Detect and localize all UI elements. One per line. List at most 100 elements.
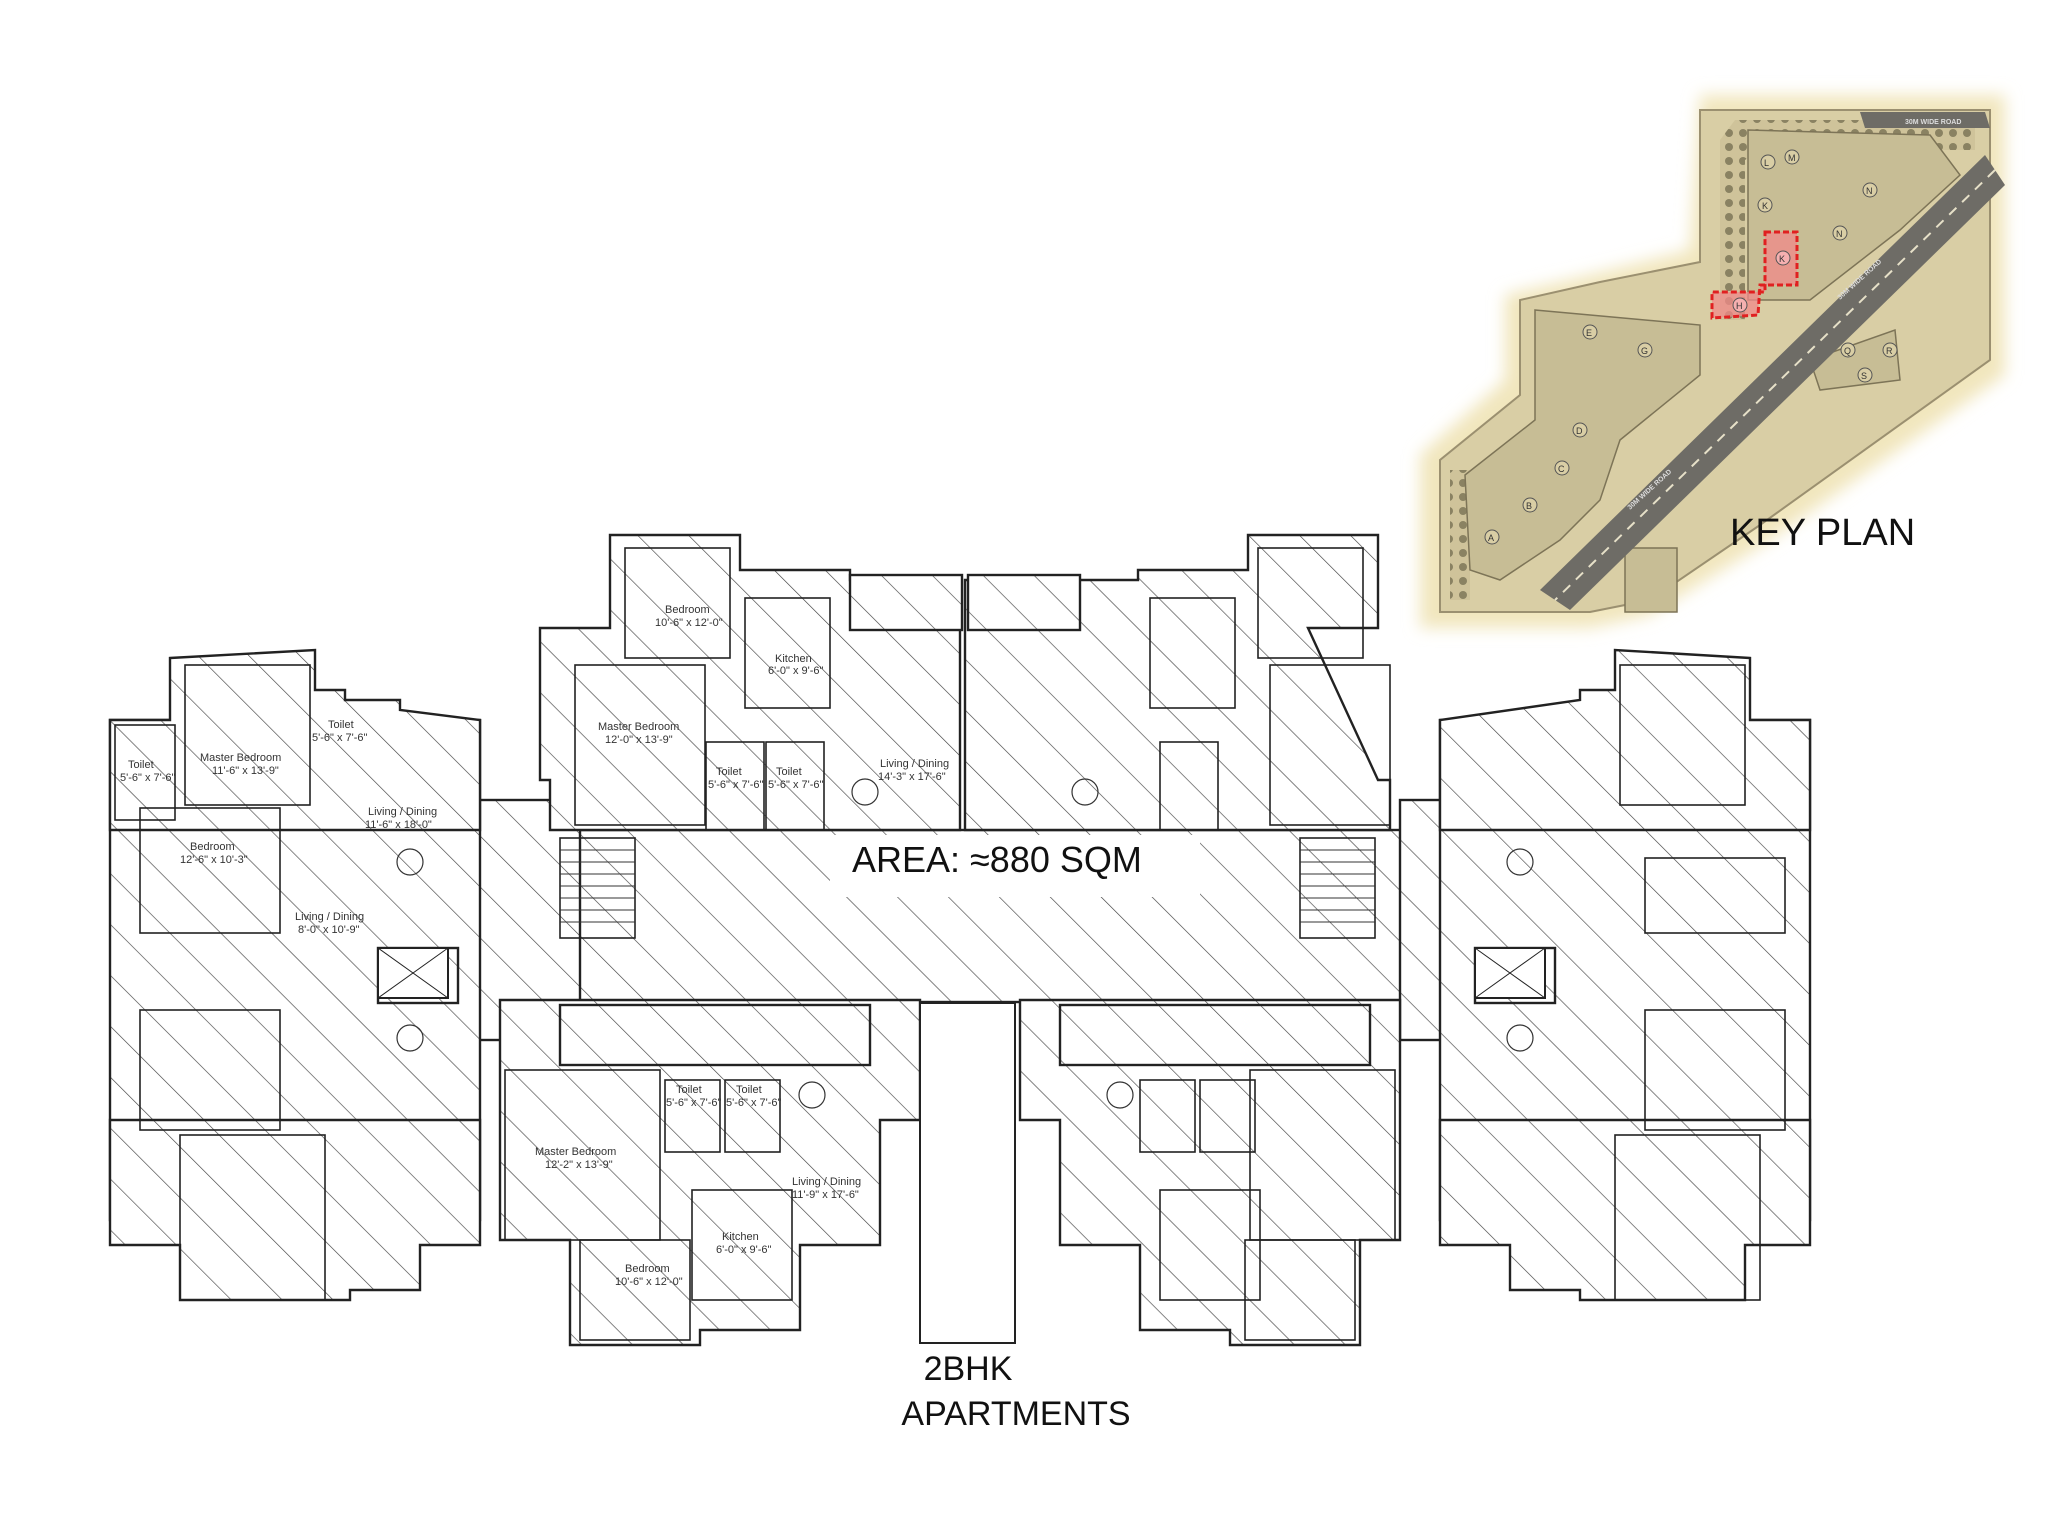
- nw-balcony: [848, 573, 964, 632]
- west-wing-top: [108, 648, 482, 832]
- ne-balcony: [966, 573, 1082, 632]
- nw-room-toilet-2: [765, 741, 825, 831]
- se-room-toilet-1: [1139, 1079, 1196, 1153]
- west-room-master-bedroom: [184, 664, 311, 806]
- west-staircase: [559, 837, 636, 939]
- road-label-top: 30M WIDE ROAD: [1905, 119, 1961, 126]
- key-plan: 30M WIDE ROAD 30M WIDE ROAD 30M WIDE ROA…: [1420, 95, 2005, 628]
- key-plan-compound-south: [1624, 547, 1678, 613]
- block-k: K: [1779, 254, 1785, 264]
- label-w-toilet-size: 5'-6" x 7'-6": [120, 772, 176, 784]
- label-sw-master-bedroom: Master Bedroom: [535, 1146, 616, 1158]
- east-wing-top: [1438, 648, 1812, 832]
- nw-room-toilet-1: [705, 741, 765, 831]
- ne-room-master-bedroom: [1269, 664, 1391, 826]
- east-staircase: [1299, 837, 1376, 939]
- east-wing-bottom: [1438, 1118, 1812, 1302]
- label-w-living: Living / Dining: [368, 806, 437, 818]
- key-plan-road-centerline: [1554, 169, 1996, 601]
- area-label: AREA: ≈880 SQM: [852, 839, 1142, 880]
- block-m: L: [1764, 158, 1769, 168]
- block-s: S: [1861, 371, 1867, 381]
- south-entrance-gap: [919, 1002, 1016, 1344]
- west-room-bedroom-2: [139, 1009, 281, 1131]
- block-a: A: [1488, 533, 1494, 543]
- ne-room-kitchen: [1149, 597, 1236, 709]
- east-room-bedroom: [1644, 857, 1786, 934]
- label-nw-master-bedroom: Master Bedroom: [598, 721, 679, 733]
- block-r: R: [1886, 346, 1893, 356]
- block-l: K: [1762, 201, 1768, 211]
- nw-room-master-bedroom: [574, 664, 706, 826]
- label-nw-toilet-1-size: 5'-6" x 7'-6": [708, 779, 764, 791]
- floor-plan: Bedroom 10'-6" x 12'-0" Kitchen 6'-0" x …: [108, 533, 1812, 1433]
- key-plan-tree-belt-2: [1450, 470, 1470, 600]
- west-room-bedroom-3: [179, 1134, 326, 1301]
- nw-room-kitchen: [744, 597, 831, 709]
- label-sw-toilet-2: Toilet: [736, 1084, 762, 1096]
- block-e: E: [1586, 328, 1592, 338]
- label-w-bedroom: Bedroom: [190, 841, 235, 853]
- sw-balcony: [558, 1003, 872, 1067]
- se-room-kitchen: [1159, 1189, 1261, 1301]
- label-nw-kitchen-size: 6'-0" x 9'-6": [768, 665, 824, 677]
- block-c: C: [1558, 464, 1565, 474]
- east-room-bedroom-2: [1644, 1009, 1786, 1131]
- west-lift: [377, 947, 449, 999]
- key-plan-road: [1540, 155, 2005, 610]
- ne-room-bedroom: [1257, 547, 1364, 659]
- block-o: N: [1866, 186, 1873, 196]
- label-sw-toilet-2-size: 5'-6" x 7'-6": [726, 1097, 782, 1109]
- ne-room-toilet-1: [1159, 741, 1219, 831]
- key-plan-blocks: L M N K N K H E G D C B A Q R S: [1484, 149, 1898, 545]
- west-wing-bottom: [108, 1118, 482, 1302]
- key-plan-highlight: [1710, 230, 1799, 320]
- west-room-bedroom: [139, 807, 281, 934]
- key-plan-tree-belt: [1720, 120, 1975, 320]
- east-room-bedroom-3: [1614, 1134, 1761, 1301]
- area-label-box: [830, 835, 1200, 897]
- label-nw-master-bedroom-size: 12'-0" x 13'-9": [605, 734, 673, 746]
- label-w-master-bedroom-size: 11'-6" x 13'-9": [212, 765, 279, 777]
- nw-room-bedroom: [624, 547, 731, 659]
- key-plan-label: KEY PLAN: [1730, 512, 1915, 554]
- label-sw-master-bedroom-size: 12'-2" x 13'-9": [545, 1159, 613, 1171]
- east-room-master-bedroom: [1619, 664, 1746, 806]
- label-nw-toilet-2-size: 5'-6" x 7'-6": [768, 779, 824, 791]
- label-sw-toilet-1: Toilet: [676, 1084, 702, 1096]
- label-sw-toilet-1-size: 5'-6" x 7'-6": [666, 1097, 722, 1109]
- label-sw-kitchen: Kitchen: [722, 1231, 759, 1243]
- label-sw-bedroom: Bedroom: [625, 1263, 670, 1275]
- label-nw-toilet-2: Toilet: [776, 766, 802, 778]
- sw-room-bedroom: [579, 1239, 691, 1341]
- caption-line-2: APARTMENTS: [901, 1395, 1130, 1433]
- label-nw-living-size: 14'-3" x 17'-6": [878, 771, 946, 783]
- caption-line-1: 2BHK: [924, 1350, 1013, 1388]
- block-b: B: [1526, 501, 1532, 511]
- label-nw-bedroom: Bedroom: [665, 604, 710, 616]
- label-w-living-2-size: 8'-0" x 10'-9": [298, 924, 360, 936]
- label-w-master-bedroom: Master Bedroom: [200, 752, 281, 764]
- label-nw-living: Living / Dining: [880, 758, 949, 770]
- block-q: Q: [1844, 346, 1851, 356]
- block-n: M: [1788, 153, 1796, 163]
- block-p: N: [1836, 229, 1843, 239]
- label-w-living-size: 11'-6" x 18'-0": [365, 819, 432, 831]
- block-h: H: [1736, 301, 1743, 311]
- label-nw-toilet-1: Toilet: [716, 766, 742, 778]
- west-room-toilet: [114, 724, 176, 821]
- east-lift: [1474, 947, 1546, 999]
- block-d: D: [1576, 426, 1583, 436]
- label-sw-living: Living / Dining: [792, 1176, 861, 1188]
- block-g: G: [1641, 346, 1648, 356]
- sw-room-toilet-1: [664, 1079, 721, 1153]
- key-plan-compound-west: [1464, 309, 1701, 581]
- dining-tables: [396, 778, 1534, 1109]
- se-room-toilet-2: [1199, 1079, 1256, 1153]
- se-balcony: [1058, 1003, 1372, 1067]
- label-nw-bedroom-size: 10'-6" x 12'-0": [655, 617, 723, 629]
- label-nw-kitchen: Kitchen: [775, 653, 812, 665]
- label-w-toilet-2: Toilet: [328, 719, 354, 731]
- label-sw-bedroom-size: 10'-6" x 12'-0": [615, 1276, 683, 1288]
